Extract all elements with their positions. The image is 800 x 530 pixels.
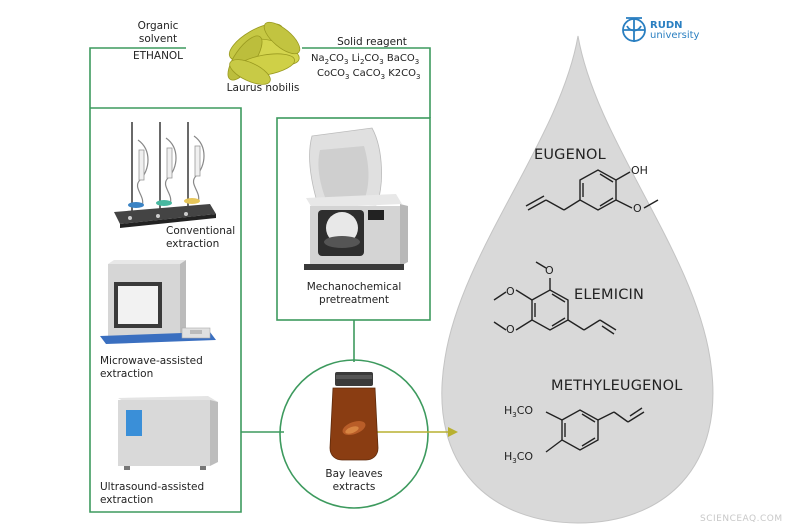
- solid-reagent-line-1: Na2CO3 Li2CO3 BaCO3: [311, 53, 420, 66]
- process-flow-lines: [89, 47, 431, 513]
- elemicin-o-bottom: O: [506, 323, 515, 336]
- extract-jar-illustration: [329, 372, 379, 461]
- eugenol-oh-label: OH: [631, 164, 648, 177]
- watermark: SCIENCEAQ.COM: [700, 514, 783, 524]
- methyleugenol-h3co-bottom: H3CO: [504, 450, 534, 466]
- compounds-drop: [441, 35, 714, 524]
- bay-leaves-illustration: [227, 21, 301, 85]
- rudn-logo-text-1: RUDN: [650, 20, 683, 31]
- elemicin-name: ELEMICIN: [574, 287, 645, 303]
- conventional-extraction-label: Conventional extraction: [166, 225, 236, 250]
- elemicin-o-middle: O: [506, 285, 515, 298]
- mechanochemical-pretreatment-label: Mechanochemical pretreatment: [306, 281, 402, 306]
- elemicin-structure: [493, 261, 617, 335]
- solid-reagent-title: Solid reagent: [337, 36, 407, 48]
- solvent-value: ETHANOL: [132, 50, 184, 62]
- elemicin-o-top: O: [545, 264, 554, 277]
- ultrasound-bath-illustration: [118, 396, 218, 470]
- methyleugenol-h3co-top: H3CO: [504, 404, 534, 420]
- rudn-logo-text-2: university: [650, 30, 700, 41]
- solid-reagent-line-2: CoCO3 CaCO3 K2CO3: [317, 68, 421, 81]
- ultrasound-extraction-label: Ultrasound-assisted extraction: [100, 481, 205, 506]
- solvent-title: Organic solvent: [137, 20, 179, 45]
- methyleugenol-structure: [545, 407, 645, 453]
- methyleugenol-name: METHYLEUGENOL: [551, 378, 683, 394]
- microwave-illustration: [100, 260, 216, 344]
- microwave-extraction-label: Microwave-assisted extraction: [100, 355, 203, 380]
- conventional-extraction-apparatus: [114, 122, 216, 228]
- plant-name: Laurus nobilis: [226, 82, 300, 94]
- eugenol-structure: [525, 169, 659, 211]
- eugenol-o-label: O: [633, 202, 642, 215]
- mechanochemical-mill-illustration: [304, 127, 408, 270]
- bay-leaves-extract-label: Bay leaves extracts: [325, 468, 383, 493]
- eugenol-name: EUGENOL: [534, 147, 606, 163]
- rudn-logo-emblem: [622, 17, 646, 42]
